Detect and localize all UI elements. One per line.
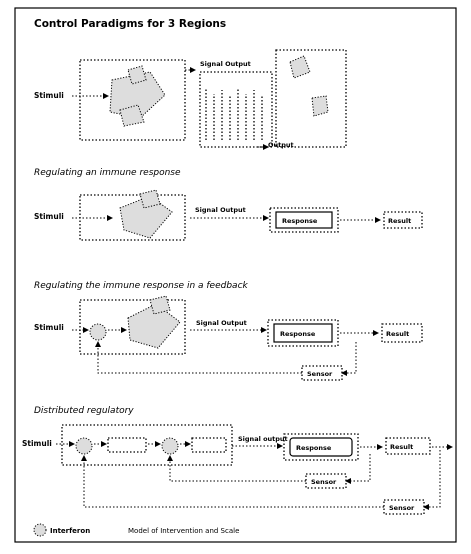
s3-response-inner	[273, 323, 333, 343]
s4-feedback-4	[81, 455, 384, 508]
s4-response-inner	[289, 437, 353, 457]
s4-signal-label: Signal output	[238, 435, 288, 443]
diagram-title: Control Paradigms for 3 Regions	[34, 18, 226, 30]
legend-label: Interferon	[50, 527, 90, 535]
s1-cell-box	[79, 59, 186, 141]
s3-cell-cluster	[127, 295, 181, 349]
s4-block-1	[107, 437, 147, 453]
s3-response-label: Response	[280, 330, 316, 338]
s1-cell-cluster	[109, 65, 166, 127]
s4-result-box	[385, 437, 431, 455]
s4-result-label: Result	[390, 443, 413, 451]
s1-output-label: Output	[268, 141, 294, 149]
s1-signal-bars	[199, 71, 273, 148]
s2-result-box	[383, 211, 423, 229]
s2-result-label: Result	[388, 217, 411, 225]
s1-output-box	[275, 49, 347, 148]
s4-sum-node-2	[161, 437, 179, 455]
s2-heading: Regulating an immune response	[34, 168, 181, 178]
s4-controller-box	[61, 424, 233, 466]
s3-result-label: Result	[386, 330, 409, 338]
s1-signal-label: Signal Output	[200, 60, 251, 68]
s1-stimulus-label: Stimuli	[34, 91, 64, 100]
s3-heading: Regulating the immune response in a feed…	[34, 281, 249, 291]
outer-border	[14, 7, 457, 543]
s3-feedback-1	[341, 342, 357, 376]
s2-stimulus-label: Stimuli	[34, 212, 64, 221]
s4-heading: Distributed regulatory	[34, 406, 134, 416]
s4-sensor-label-2: Sensor	[389, 504, 415, 512]
s4-response-label: Response	[296, 444, 332, 452]
s1-output-cells	[289, 55, 329, 117]
s4-sensor-label-1: Sensor	[311, 478, 337, 486]
footer-note: Model of Intervention and Scale	[128, 527, 239, 535]
s4-sum-node-1	[75, 437, 93, 455]
s2-signal-label: Signal Output	[195, 206, 246, 214]
s4-response-box	[283, 433, 359, 461]
s3-response-box	[267, 319, 339, 347]
s3-stimulus-label: Stimuli	[34, 323, 64, 332]
s4-stimulus-label: Stimuli	[22, 439, 52, 448]
s2-cell-cluster	[119, 189, 173, 239]
s3-feedback-2	[95, 341, 302, 374]
s4-block-2	[191, 437, 227, 453]
s2-response-label: Response	[282, 217, 318, 225]
s3-result-box	[381, 323, 423, 343]
s4-feedback-1	[345, 454, 371, 484]
s3-signal-label: Signal Output	[196, 319, 247, 327]
s2-cell-box	[79, 194, 186, 241]
s3-cell-box	[79, 299, 186, 355]
s4-feedback-3	[423, 450, 441, 510]
s3-sensor-label: Sensor	[307, 370, 333, 378]
s2-response-box	[269, 207, 339, 233]
s3-sum-node	[89, 323, 107, 341]
s2-response-inner	[275, 211, 333, 229]
legend-icon	[33, 523, 47, 537]
